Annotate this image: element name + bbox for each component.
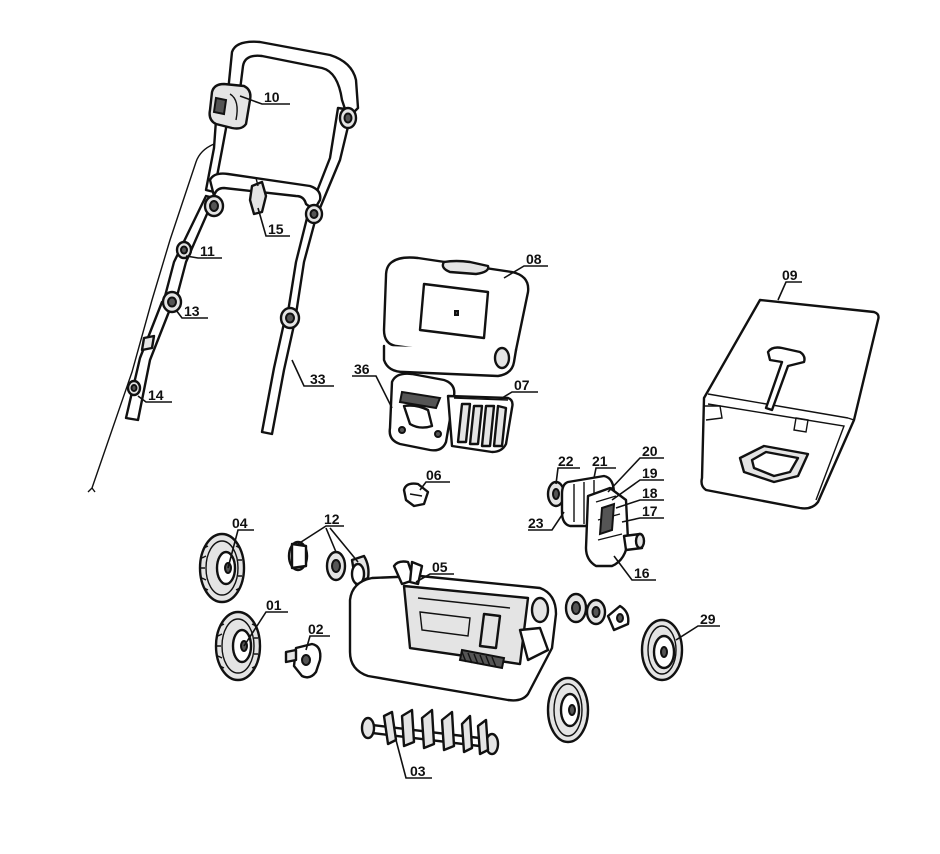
label-11: 11	[200, 243, 215, 259]
handle-knob-right-lower	[279, 306, 301, 330]
wheel-29	[640, 618, 684, 682]
label-14: 14	[148, 387, 164, 403]
label-17: 17	[642, 503, 658, 519]
label-16: 16	[634, 565, 650, 581]
air-deflector	[446, 394, 514, 454]
label-22: 22	[558, 453, 574, 469]
main-housing	[348, 560, 558, 702]
label-03: 03	[410, 763, 426, 779]
handle-knob-11	[175, 240, 193, 260]
label-01: 01	[266, 597, 282, 613]
label-13: 13	[184, 303, 200, 319]
upper-handle-bar	[226, 40, 360, 120]
motor-assembly	[546, 474, 646, 568]
wheel-01	[214, 610, 262, 682]
upper-right-knob	[338, 106, 358, 130]
label-15: 15	[268, 221, 284, 237]
cable-clip	[248, 177, 268, 216]
switch-box	[208, 82, 252, 130]
rear-flap	[388, 372, 456, 452]
bracket-06	[402, 482, 430, 508]
hub-parts-12	[287, 540, 370, 586]
label-18: 18	[642, 485, 658, 501]
label-02: 02	[308, 621, 324, 637]
label-12: 12	[324, 511, 340, 527]
scarifier-roller	[360, 708, 500, 756]
wheel-rear-right	[546, 676, 590, 744]
label-29: 29	[700, 611, 716, 627]
cable-clamp-14	[126, 379, 142, 397]
right-bottom-tube	[260, 312, 298, 436]
power-cable	[91, 143, 215, 489]
handle-assembly	[87, 40, 360, 493]
label-08: 08	[526, 251, 542, 267]
motor-cover	[382, 256, 530, 378]
axle-adjuster-02	[284, 642, 322, 679]
label-09: 09	[782, 267, 798, 283]
crossbar-left-knob	[203, 194, 225, 218]
leader-lines	[137, 95, 802, 779]
label-10: 10	[264, 89, 280, 105]
label-06: 06	[426, 467, 442, 483]
wheel-04	[198, 532, 246, 604]
part-labels: 10 15 11 13 14 33 08 09 36 07 06 22 21 2…	[148, 89, 798, 779]
right-hub-parts	[564, 592, 630, 632]
crossbar-right-knob	[304, 203, 324, 225]
handle-knob-13	[161, 290, 183, 314]
label-33: 33	[310, 371, 326, 387]
label-36: 36	[354, 361, 370, 377]
label-23: 23	[528, 515, 544, 531]
label-04: 04	[232, 515, 248, 531]
label-05: 05	[432, 559, 448, 575]
label-19: 19	[642, 465, 658, 481]
label-07: 07	[514, 377, 530, 393]
cable-end	[87, 487, 96, 493]
label-20: 20	[642, 443, 658, 459]
cable-clip-left	[140, 334, 156, 352]
label-21: 21	[592, 453, 608, 469]
grass-bag	[700, 298, 880, 510]
